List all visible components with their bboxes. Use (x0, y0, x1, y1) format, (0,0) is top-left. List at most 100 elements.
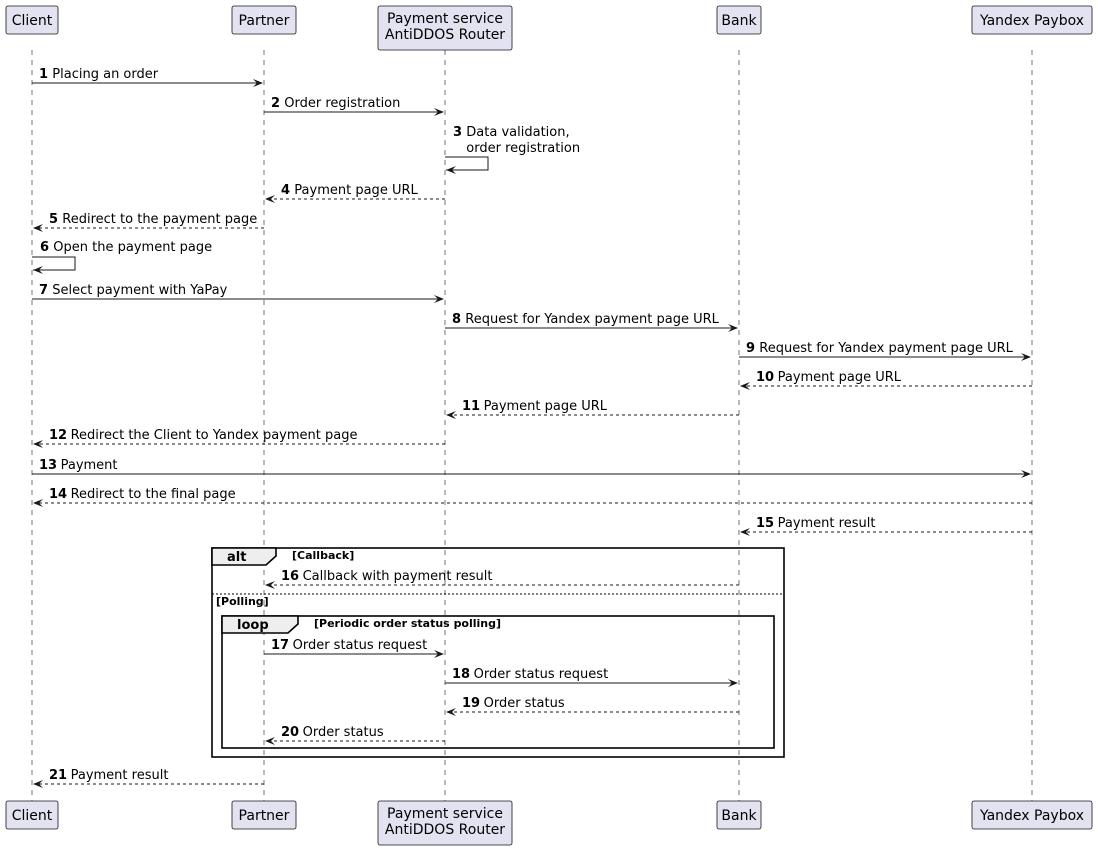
participant-label: AntiDDOS Router (385, 27, 505, 43)
message-number: 13 (39, 458, 57, 473)
message-number: 1 (39, 67, 48, 82)
arrow-head (265, 581, 275, 589)
participant-label: Payment service (387, 806, 503, 822)
message-13: 13 Payment (32, 458, 1031, 478)
message-number: 11 (462, 399, 480, 414)
message-number: 7 (39, 283, 48, 298)
alt-frame-border (211, 547, 785, 758)
participant-label: Bank (721, 13, 757, 29)
participant-label: Yandex Paybox (979, 808, 1084, 824)
message-label: Callback with payment result (303, 569, 493, 584)
arrow-head (728, 324, 738, 332)
message-label: Order status request (293, 638, 428, 653)
loop-frame-tab (221, 615, 299, 634)
message-number: 2 (271, 96, 280, 111)
message-label: Order status request (474, 667, 609, 682)
message-number: 6 (40, 240, 49, 255)
message-number: 8 (452, 312, 461, 327)
message-4: 4 Payment page URL (265, 183, 445, 203)
message-17: 17 Order status request (264, 638, 444, 658)
message-12: 12 Redirect the Client to Yandex payment … (33, 428, 445, 448)
message-label: Data validation, (466, 125, 569, 140)
message-number: 21 (49, 768, 67, 783)
participant-box (971, 5, 1093, 35)
loop-frame-border (221, 615, 775, 749)
message-label: Order registration (284, 96, 400, 111)
arrow-head (1021, 353, 1031, 361)
message-label: Request for Yandex payment page URL (465, 312, 719, 327)
message-number: 5 (49, 212, 58, 227)
message-label: Payment result (71, 768, 169, 783)
message-line (32, 256, 76, 271)
arrow-head (446, 166, 456, 174)
arrow-head (1021, 470, 1031, 478)
participant-label: Bank (721, 808, 757, 824)
message-6: 6 Open the payment page (32, 240, 212, 274)
alt-guard: [Callback] (292, 549, 354, 562)
participant-label: Yandex Paybox (979, 13, 1084, 29)
participant-box (5, 800, 59, 830)
message-label: Select payment with YaPay (52, 283, 227, 298)
message-8: 8 Request for Yandex payment page URL (445, 312, 738, 332)
message-label: Redirect to the payment page (62, 212, 257, 227)
alt-else-guard: [Polling] (216, 595, 269, 608)
message-number: 12 (49, 428, 67, 443)
message-number: 4 (281, 183, 290, 198)
message-line (445, 156, 489, 171)
arrow-head (253, 79, 263, 87)
arrow-head (728, 679, 738, 687)
participant-box (971, 800, 1093, 830)
arrow-head (740, 382, 750, 390)
arrow-head (33, 266, 43, 274)
participant-box (716, 800, 762, 830)
message-5: 5 Redirect to the payment page (33, 212, 264, 232)
arrow-head (434, 108, 444, 116)
arrow-head (740, 528, 750, 536)
participant-paybox-bottom: Yandex Paybox (971, 800, 1093, 830)
message-label: Open the payment page (53, 240, 212, 255)
participant-bank-top: Bank (716, 5, 762, 35)
message-label: Payment page URL (484, 399, 608, 414)
loop-frame: loop[Periodic order status polling] (221, 615, 775, 749)
message-number: 20 (281, 725, 299, 740)
participant-box (716, 5, 762, 35)
participant-label: Partner (239, 13, 290, 29)
message-number: 10 (756, 370, 774, 385)
participant-box (231, 800, 297, 830)
message-11: 11 Payment page URL (446, 399, 739, 419)
alt-frame: alt [Callback] [Polling] (211, 547, 785, 758)
message-number: 17 (271, 638, 289, 653)
message-7: 7 Select payment with YaPay (32, 283, 444, 303)
arrow-head (265, 195, 275, 203)
alt-frame-tab (211, 547, 277, 566)
participant-box (5, 5, 59, 35)
message-label: Redirect to the final page (71, 487, 236, 502)
alt-keyword: alt (227, 550, 246, 565)
arrow-head (33, 440, 43, 448)
participant-paybox-top: Yandex Paybox (971, 5, 1093, 35)
message-label: Payment (61, 458, 118, 473)
message-label: Placing an order (52, 67, 158, 82)
participant-box (231, 5, 297, 35)
message-number: 18 (452, 667, 470, 682)
message-18: 18 Order status request (445, 667, 738, 687)
arrow-head (434, 650, 444, 658)
message-label: Payment page URL (294, 183, 418, 198)
combined-fragments: alt [Callback] [Polling] loop[Periodic orde… (211, 547, 785, 758)
message-label: Request for Yandex payment page URL (759, 341, 1013, 356)
participant-partner-top: Partner (231, 5, 297, 35)
participant-bank-bottom: Bank (716, 800, 762, 830)
arrow-head (434, 295, 444, 303)
message-label: Redirect the Client to Yandex payment pa… (71, 428, 358, 443)
loop-keyword: loop (237, 618, 269, 633)
